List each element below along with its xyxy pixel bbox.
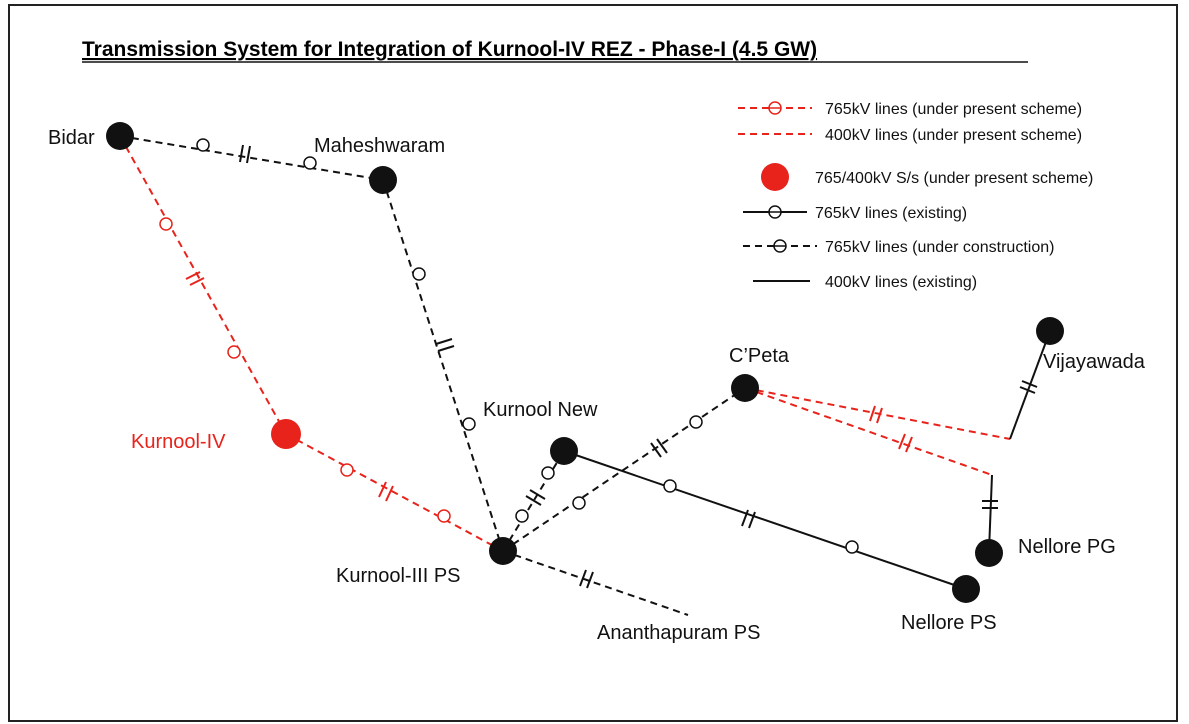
line-kurnool-iv-kurnool-iii — [285, 433, 504, 552]
line-kurnool-new-nellore-ps — [563, 450, 967, 590]
label-ananthapuram: Ananthapuram PS — [597, 622, 760, 644]
legend-765-present-label: 765kV lines (under present scheme) — [825, 101, 1082, 118]
diagram-title: Transmission System for Integration of K… — [82, 38, 817, 61]
label-nellore-pg: Nellore PG — [1018, 536, 1116, 558]
legend-ss-present-label: 765/400kV S/s (under present scheme) — [815, 170, 1093, 187]
label-maheshwaram: Maheshwaram — [314, 135, 445, 157]
label-kurnool-iii: Kurnool-III PS — [336, 565, 461, 587]
node-kurnool-iii — [489, 537, 517, 565]
node-cpeta — [731, 374, 759, 402]
label-kurnool-new: Kurnool New — [483, 399, 598, 421]
node-kurnool-iv — [271, 419, 301, 449]
line-maheshwaram-kurnool-iii — [382, 179, 504, 552]
node-nellore-ps — [952, 575, 980, 603]
node-bidar — [106, 122, 134, 150]
legend-400-existing-label: 400kV lines (existing) — [825, 274, 977, 291]
label-kurnool-iv: Kurnool-IV — [131, 431, 226, 453]
legend-ss-present: 765/400kV S/s (under present scheme) — [761, 163, 1093, 191]
legend-400-existing: 400kV lines (existing) — [753, 274, 977, 291]
diagram-frame: Transmission System for Integration of K… — [8, 4, 1178, 722]
legend-400-present: 400kV lines (under present scheme) — [738, 127, 1082, 144]
node-maheshwaram — [369, 166, 397, 194]
line-kurnool-iii-cpeta — [502, 387, 746, 552]
legend-765-construction-label: 765kV lines (under construction) — [825, 239, 1054, 256]
line-cpeta-vijayawada — [744, 330, 1051, 440]
label-bidar: Bidar — [48, 127, 95, 149]
line-kurnool-iii-ananthapuram — [502, 550, 689, 616]
legend-765-existing-label: 765kV lines (existing) — [815, 205, 967, 222]
legend-765-present: 765kV lines (under present scheme) — [738, 101, 1082, 118]
node-vijayawada — [1036, 317, 1064, 345]
legend-765-construction: 765kV lines (under construction) — [743, 239, 1054, 256]
label-nellore-ps: Nellore PS — [901, 612, 997, 634]
legend: 765kV lines (under present scheme) 400kV… — [738, 101, 1093, 291]
label-vijayawada: Vijayawada — [1043, 351, 1146, 373]
node-kurnool-new — [550, 437, 578, 465]
line-cpeta-nellore-pg — [744, 387, 998, 552]
legend-765-existing: 765kV lines (existing) — [743, 205, 967, 222]
line-kurnool-iii-kurnool-new — [502, 450, 565, 552]
node-nellore-pg — [975, 539, 1003, 567]
line-bidar-kurnool-iv — [119, 135, 287, 435]
label-cpeta: C’Peta — [729, 345, 790, 367]
transmission-diagram: Transmission System for Integration of K… — [48, 38, 1146, 644]
line-bidar-maheshwaram — [119, 135, 384, 181]
legend-400-present-label: 400kV lines (under present scheme) — [825, 127, 1082, 144]
